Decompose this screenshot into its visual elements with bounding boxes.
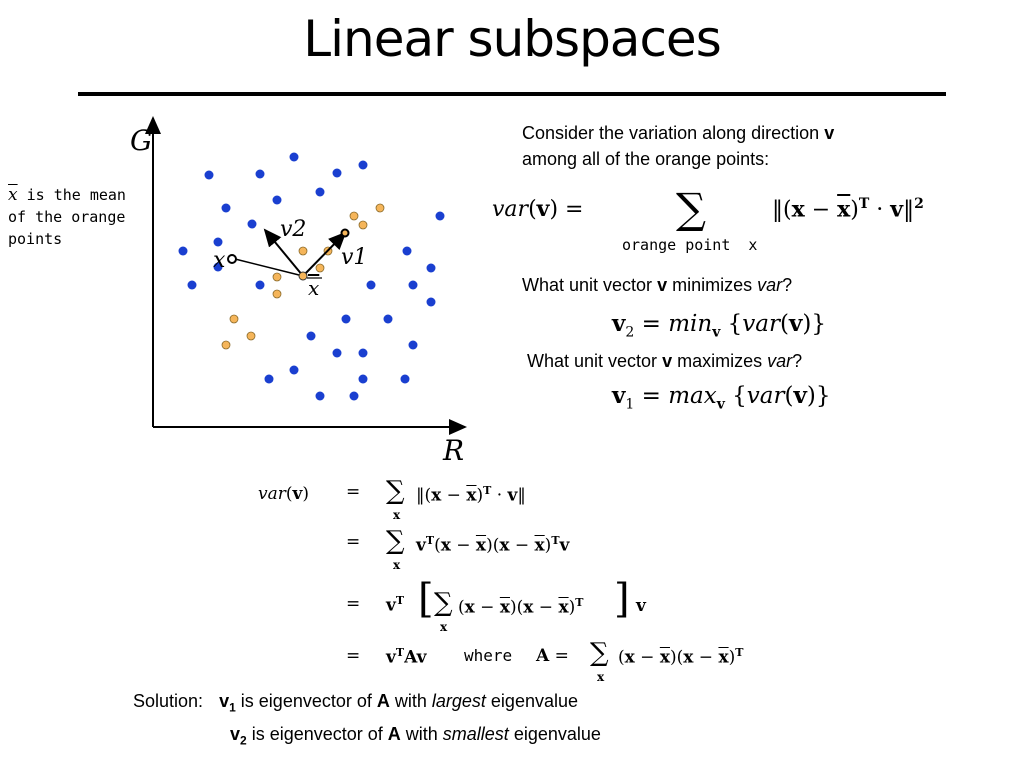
blue-point [383, 314, 393, 324]
sum-subscript: orange point x [622, 236, 758, 254]
x-point-label: x [213, 248, 226, 273]
note-line1: is the mean [26, 186, 126, 204]
sum-3: ∑ [434, 588, 453, 618]
blue-point [213, 237, 223, 247]
scatter-plot: G R v2 v1 x x [130, 116, 467, 467]
blue-point [408, 340, 418, 350]
v1-tip-point [340, 228, 350, 238]
title-underline [78, 92, 946, 96]
blue-point [426, 297, 436, 307]
blue-point [315, 391, 325, 401]
blue-point [289, 152, 299, 162]
blue-point [332, 348, 342, 358]
variance-definition: var(v) = [492, 196, 584, 222]
blue-point [264, 374, 274, 384]
v2-vector [263, 228, 304, 277]
sum-4-sub: x [597, 670, 605, 684]
orange-point [221, 340, 231, 350]
orange-point [315, 263, 325, 273]
sum-3-sub: x [440, 620, 448, 634]
orange-point [298, 246, 308, 256]
mean-note: x is the mean of the orange points [8, 184, 126, 250]
blue-point [366, 280, 376, 290]
blue-point [289, 365, 299, 375]
question-maximize: What unit vector v maximizes var? [527, 351, 803, 371]
blue-point [402, 246, 412, 256]
sum-1-sub: x [393, 508, 401, 522]
derivation-lhs: var(v) [258, 484, 310, 504]
v1-equation: v1 = maxv {var(v)} [612, 382, 831, 413]
blue-points [178, 152, 445, 401]
v1-label: v1 [341, 245, 367, 270]
orange-point [272, 289, 282, 299]
line-1: ‖(x − x)T · v‖ [416, 484, 526, 506]
line-4: vTAv [386, 646, 427, 668]
slide-title: Linear subspaces [303, 10, 722, 68]
eq-sign-3: = [346, 594, 361, 614]
v1-vector [302, 231, 347, 277]
blue-point [187, 280, 197, 290]
eq-sign-2: = [346, 532, 361, 552]
solution-label: Solution: [133, 691, 204, 711]
orange-point [349, 211, 359, 221]
blue-point [341, 314, 351, 324]
blue-point [255, 169, 265, 179]
bracket-left: [ [418, 576, 434, 622]
line-2: vT(x − x)(x − x)Tv [416, 534, 570, 556]
x-offset-line [234, 258, 304, 277]
blue-point [255, 280, 265, 290]
x-axis-label: R [442, 434, 464, 467]
a-def-rhs: (x − x)(x − x)T [618, 646, 744, 668]
blue-point [408, 280, 418, 290]
a-def-lhs: A = [536, 646, 569, 666]
solution-line-2: v2 is eigenvector of A with smallest eig… [230, 723, 601, 748]
blue-point [332, 168, 342, 178]
blue-point [400, 374, 410, 384]
sum-4: ∑ [590, 638, 609, 668]
blue-point [358, 348, 368, 358]
consider-text: Consider the variation along direction v… [522, 123, 835, 169]
blue-point [178, 246, 188, 256]
blue-point [247, 219, 257, 229]
blue-point [221, 203, 231, 213]
mean-point [298, 271, 308, 281]
blue-point [349, 391, 359, 401]
blue-point [358, 374, 368, 384]
blue-point [306, 331, 316, 341]
where-word: where [464, 646, 513, 665]
sum-1: ∑ [386, 476, 405, 506]
orange-point [272, 272, 282, 282]
blue-point [213, 262, 223, 272]
sum-2: ∑ [386, 526, 405, 556]
blue-point [204, 170, 214, 180]
line-3-v: v [636, 596, 646, 616]
sum-2-sub: x [393, 558, 401, 572]
eq-sign-1: = [346, 482, 361, 502]
note-line3: points [8, 230, 63, 248]
line-3: (x − x)(x − x)T [458, 596, 584, 618]
v2-equation: v2 = minv {var(v)} [612, 310, 826, 341]
blue-point [358, 160, 368, 170]
sum-symbol: ∑ [676, 184, 706, 233]
v2-label: v2 [280, 217, 306, 242]
orange-point [229, 314, 239, 324]
orange-point [375, 203, 385, 213]
question-minimize: What unit vector v minimizes var? [522, 275, 793, 295]
blue-point [426, 263, 436, 273]
blue-point [435, 211, 445, 221]
orange-point [246, 331, 256, 341]
mean-label: x [308, 276, 319, 300]
y-axis-label: G [130, 124, 152, 157]
x-point [227, 254, 237, 264]
blue-point [315, 187, 325, 197]
eq-sign-4: = [346, 646, 361, 666]
line-3-vt: vT [386, 594, 405, 616]
bracket-right: ] [614, 576, 630, 622]
solution: Solution: v1 is eigenvector of A with la… [133, 688, 601, 753]
note-line2: of the orange [8, 208, 126, 226]
orange-point [358, 220, 368, 230]
blue-point [272, 195, 282, 205]
variance-norm: ‖(x − x)T · v‖2 [772, 196, 924, 223]
mean-symbol: x [8, 185, 18, 205]
